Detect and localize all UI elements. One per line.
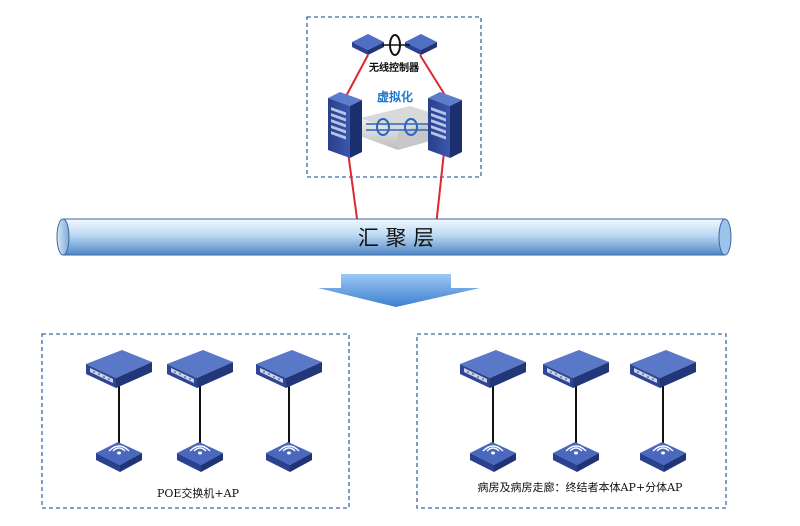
access-group-left-caption: POE交换机+AP <box>157 486 240 500</box>
poe-switch-icon <box>255 349 323 389</box>
virtualization-label: 虚拟化 <box>377 89 413 104</box>
access-group-left-links <box>118 384 290 446</box>
down-arrow-icon <box>318 274 480 307</box>
access-group-right-links <box>492 384 664 446</box>
access-point-icon <box>265 441 313 473</box>
controller-red-links <box>343 54 449 227</box>
access-point-icon <box>95 441 143 473</box>
switch-icon <box>459 349 527 389</box>
controller-group-border <box>306 16 482 178</box>
access-point-icon <box>469 441 517 473</box>
access-point-icon <box>639 441 687 473</box>
access-point-icon <box>552 441 600 473</box>
aggregation-layer-pipe <box>56 218 732 256</box>
access-group-right-border <box>416 333 727 509</box>
server-left-icon <box>328 92 362 158</box>
access-point-icon <box>176 441 224 473</box>
switch-icon <box>542 349 610 389</box>
aggregation-layer-label: 汇 聚 层 <box>358 226 434 250</box>
poe-switch-icon <box>85 349 153 389</box>
switch-icon <box>629 349 697 389</box>
server-right-icon <box>428 92 462 158</box>
controller-label: 无线控制器 <box>368 61 420 74</box>
access-group-right-caption: 病房及病房走廊：终结者本体AP+分体AP <box>478 480 684 494</box>
wireless-controller-icon <box>352 34 437 56</box>
poe-switch-icon <box>166 349 234 389</box>
access-group-left-border <box>41 333 350 509</box>
